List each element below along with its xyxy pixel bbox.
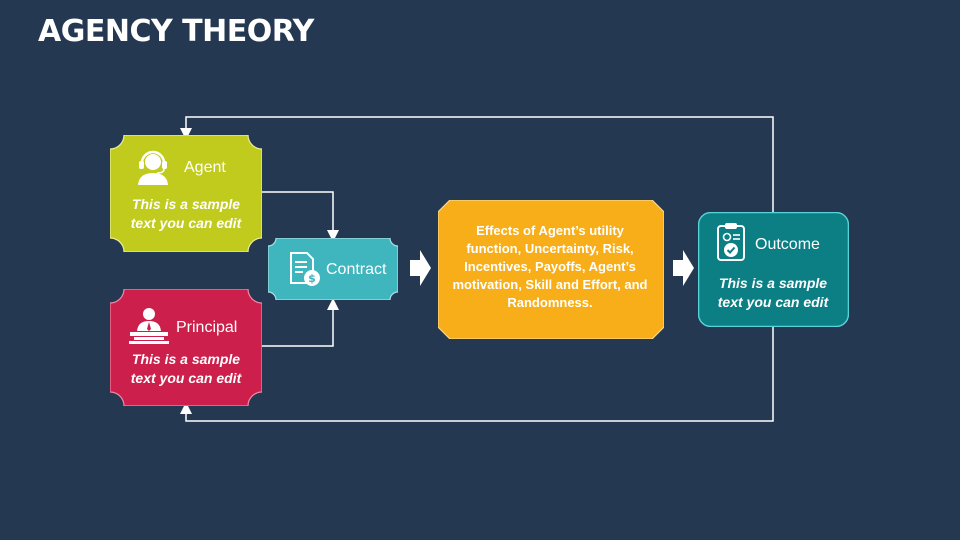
contract-box: $ Contract	[268, 238, 398, 300]
principal-box: Principal This is a sample text you can …	[110, 289, 262, 406]
outcome-box: Outcome This is a sample text you can ed…	[698, 212, 849, 327]
contract-label: Contract	[326, 261, 387, 278]
executive-desk-icon	[129, 308, 169, 344]
contract-to-effects-arrow	[410, 250, 431, 286]
clipboard-check-icon	[717, 223, 745, 261]
principal-to-contract-line	[262, 298, 339, 347]
outcome-shape	[698, 212, 849, 327]
outcome-label: Outcome	[755, 236, 820, 253]
page-title: AGENCY THEORY	[38, 14, 314, 49]
headset-agent-icon	[138, 150, 168, 185]
effects-shape	[438, 200, 664, 339]
effects-to-outcome-arrow	[673, 250, 694, 286]
agent-label: Agent	[184, 159, 226, 176]
outcome-text: This is a sample text you can edit	[717, 275, 829, 310]
principal-label: Principal	[176, 319, 238, 336]
svg-text:$: $	[308, 272, 316, 285]
agent-shape	[110, 135, 262, 252]
effects-box	[438, 200, 664, 339]
feedback-to-principal-line	[180, 326, 774, 422]
feedback-to-agent-line	[180, 116, 774, 212]
effects-text: Effects of Agent’s utility function, Unc…	[452, 223, 648, 310]
contract-document-dollar-icon: $	[290, 252, 320, 286]
agent-text: This is a sample text you can edit	[130, 196, 242, 231]
agent-box: Agent This is a sample text you can edit	[110, 135, 262, 252]
principal-text: This is a sample text you can edit	[130, 351, 242, 386]
agent-to-contract-line	[262, 191, 339, 242]
